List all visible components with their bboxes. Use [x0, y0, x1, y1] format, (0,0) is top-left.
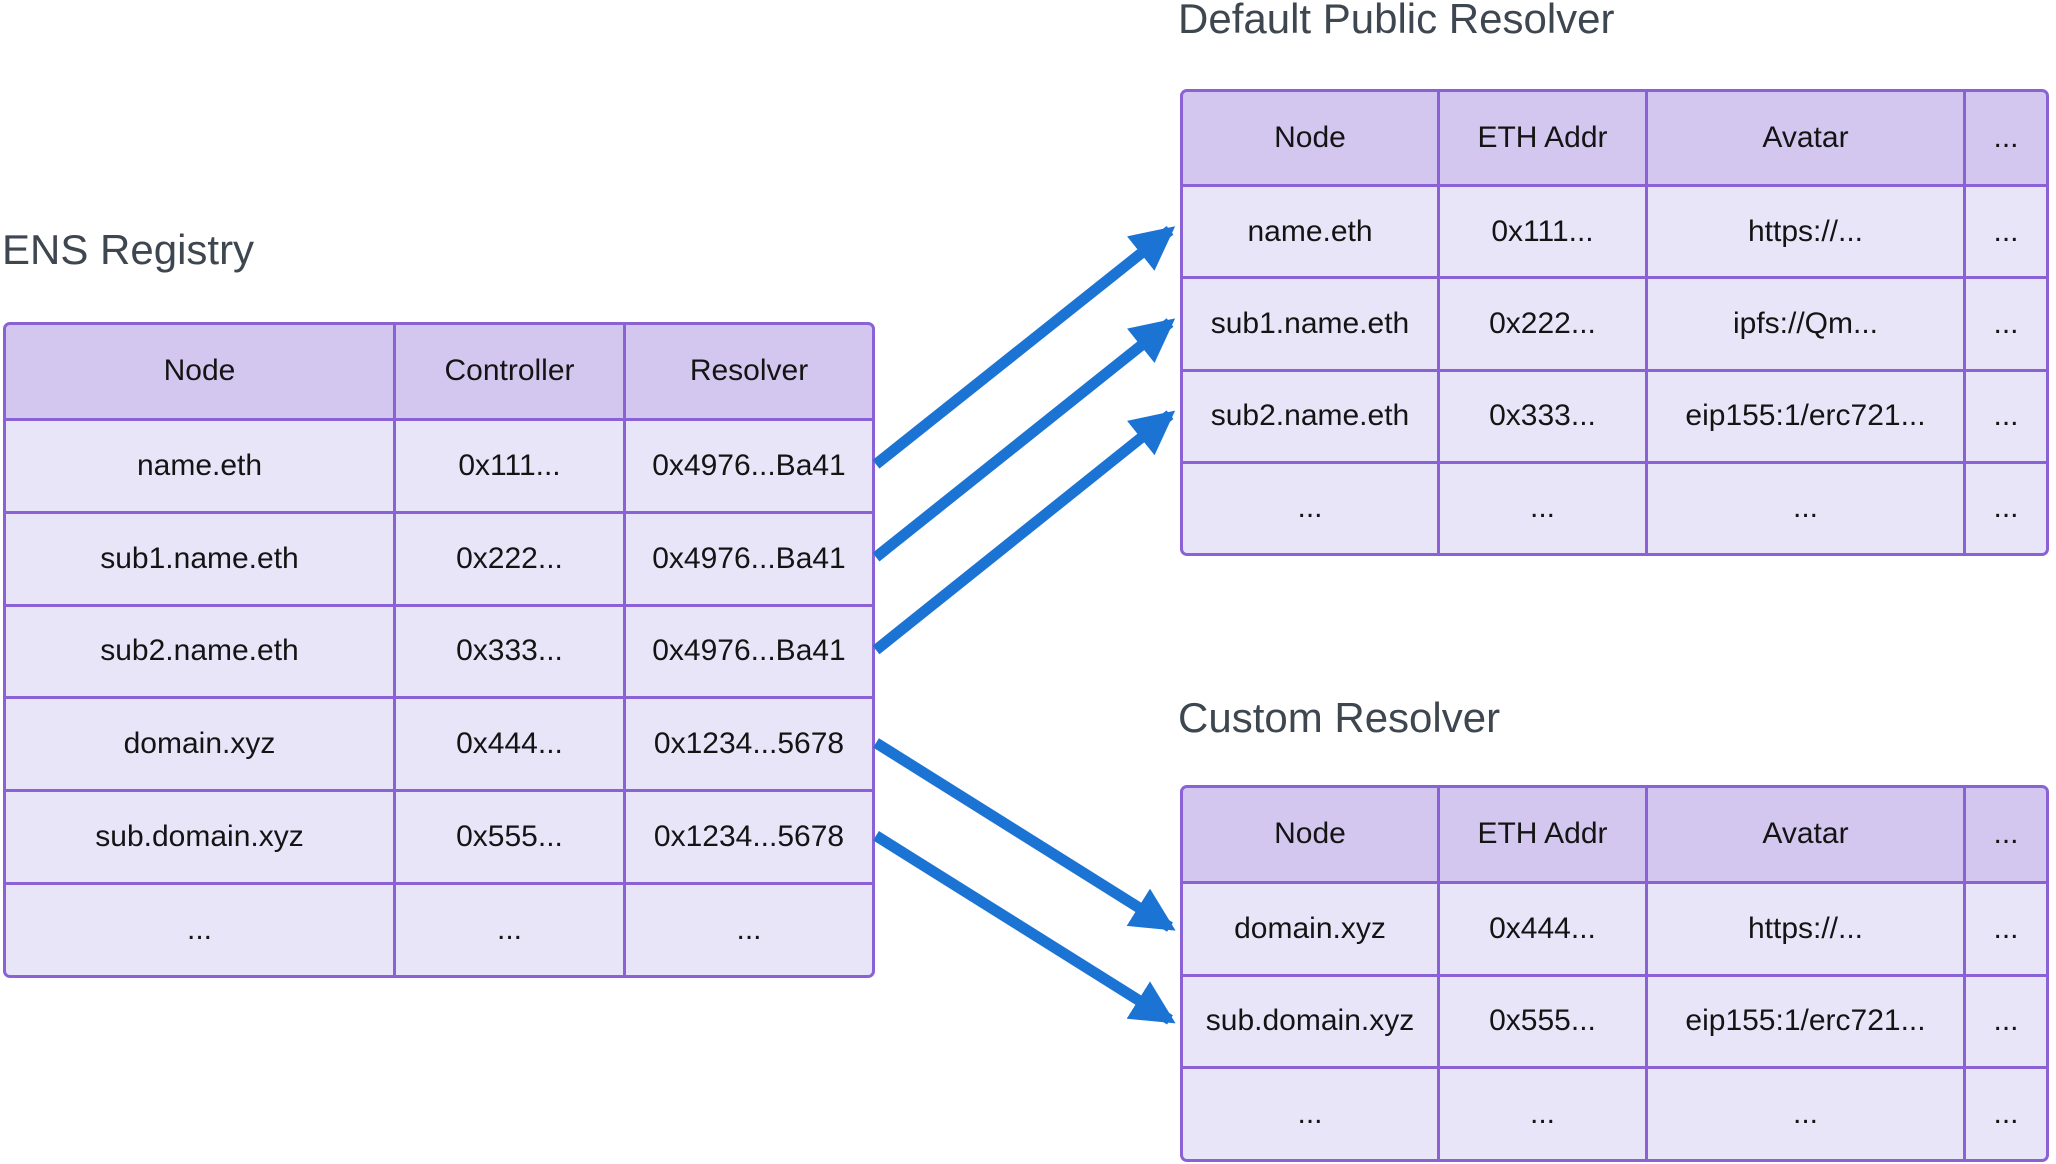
column-header-cell: ETH Addr — [1437, 92, 1645, 185]
resolver-arrow — [873, 738, 1176, 932]
resolver-arrow — [872, 318, 1176, 562]
resolver-arrow — [872, 225, 1176, 469]
table-cell: 0x111... — [393, 417, 623, 511]
column-header-cell: ... — [1963, 92, 2046, 185]
table-cell: sub1.name.eth — [6, 510, 393, 604]
resolver-arrow — [872, 410, 1176, 655]
table-cell: ... — [1963, 880, 2046, 974]
table-cell: ... — [1963, 184, 2046, 277]
table-cell: ... — [6, 882, 393, 975]
column-header-cell: Avatar — [1645, 92, 1963, 185]
table-cell: sub2.name.eth — [6, 603, 393, 697]
table-cell: ... — [1963, 1066, 2046, 1159]
table-cell: ... — [1437, 460, 1645, 553]
table-cell: ... — [1963, 973, 2046, 1067]
table-cell: ... — [1645, 460, 1963, 553]
column-header-cell: Avatar — [1645, 788, 1963, 881]
column-header-cell: ... — [1963, 788, 2046, 881]
table-cell: 0x333... — [393, 603, 623, 697]
table-cell: ... — [1183, 1066, 1437, 1159]
table-cell: sub.domain.xyz — [6, 789, 393, 883]
table-cell: ... — [1963, 368, 2046, 461]
table-cell: 0x333... — [1437, 368, 1645, 461]
column-header-cell: Resolver — [623, 325, 872, 418]
table-cell: 0x555... — [393, 789, 623, 883]
table-cell: 0x1234...5678 — [623, 696, 872, 790]
table-cell: ... — [1963, 460, 2046, 553]
table-cell: ... — [1183, 460, 1437, 553]
custom-resolver-title: Custom Resolver — [1178, 694, 1501, 741]
table-cell: ipfs://Qm... — [1645, 276, 1963, 369]
column-header-cell: ETH Addr — [1437, 788, 1645, 881]
table-cell: sub1.name.eth — [1183, 276, 1437, 369]
table-cell: sub2.name.eth — [1183, 368, 1437, 461]
table-cell: sub.domain.xyz — [1183, 973, 1437, 1067]
column-header-cell: Node — [1183, 92, 1437, 185]
table-cell: domain.xyz — [1183, 880, 1437, 974]
table-cell: ... — [1963, 276, 2046, 369]
table-cell: eip155:1/erc721... — [1645, 973, 1963, 1067]
table-cell: https://... — [1645, 184, 1963, 277]
table-cell: ... — [1645, 1066, 1963, 1159]
column-header-cell: Node — [6, 325, 393, 418]
table-cell: domain.xyz — [6, 696, 393, 790]
table-cell: 0x555... — [1437, 973, 1645, 1067]
table-cell: 0x222... — [1437, 276, 1645, 369]
column-header-cell: Node — [1183, 788, 1437, 881]
table-cell: 0x222... — [393, 510, 623, 604]
resolver-arrow — [873, 831, 1176, 1025]
table-cell: name.eth — [6, 417, 393, 511]
table-cell: ... — [393, 882, 623, 975]
column-header-cell: Controller — [393, 325, 623, 418]
table-cell: 0x1234...5678 — [623, 789, 872, 883]
table-cell: ... — [1437, 1066, 1645, 1159]
table-cell: 0x111... — [1437, 184, 1645, 277]
table-cell: https://... — [1645, 880, 1963, 974]
ens-registry-title: ENS Registry — [2, 226, 255, 273]
table-cell: 0x444... — [393, 696, 623, 790]
table-cell: ... — [623, 882, 872, 975]
table-cell: 0x4976...Ba41 — [623, 510, 872, 604]
table-cell: eip155:1/erc721... — [1645, 368, 1963, 461]
table-cell: 0x4976...Ba41 — [623, 417, 872, 511]
table-cell: 0x444... — [1437, 880, 1645, 974]
table-cell: name.eth — [1183, 184, 1437, 277]
table-cell: 0x4976...Ba41 — [623, 603, 872, 697]
default-public-resolver-title: Default Public Resolver — [1178, 0, 1615, 42]
